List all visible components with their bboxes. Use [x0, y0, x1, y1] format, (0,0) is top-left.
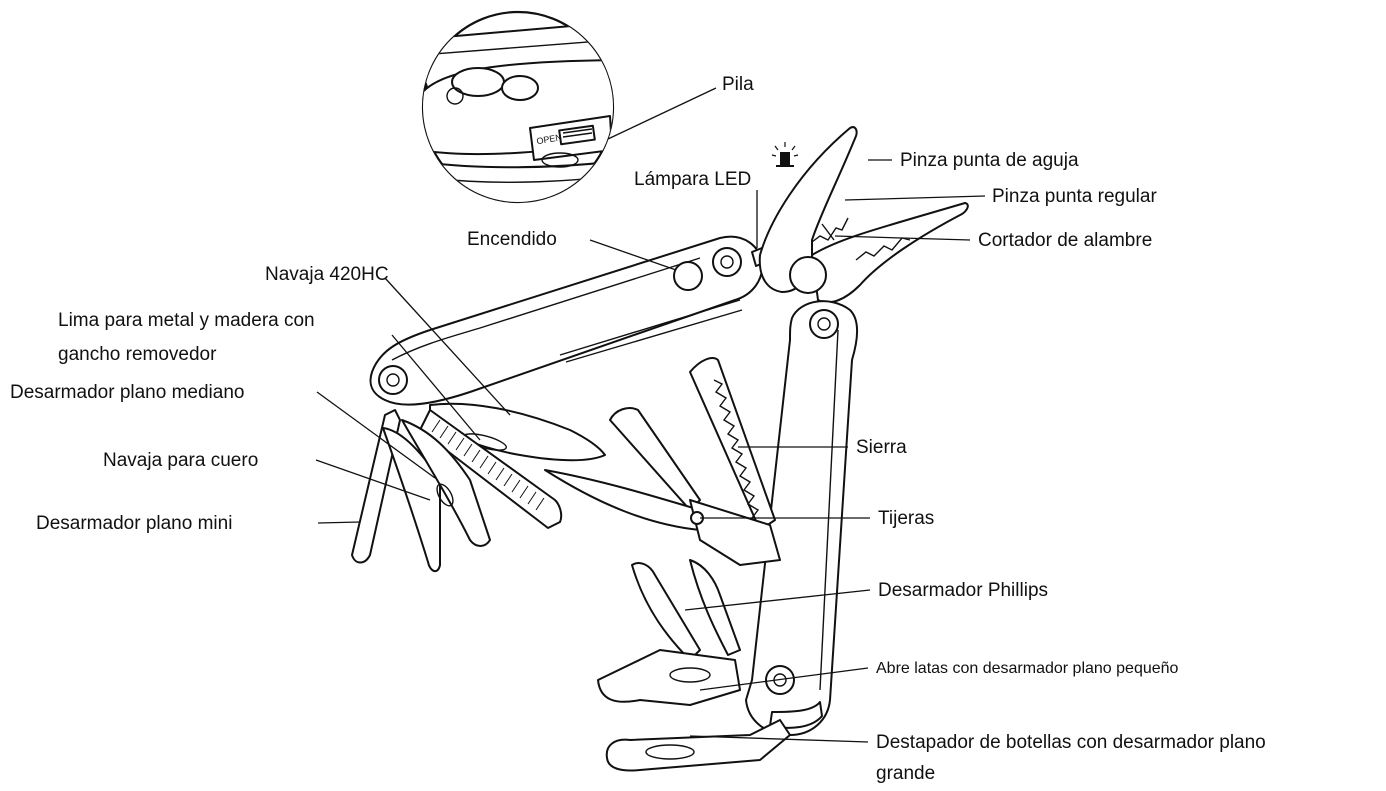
- label-abre-latas: Abre latas con desarmador plano pequeño: [876, 660, 1179, 677]
- label-destapador-line1: Destapador de botellas con desarmador pl…: [876, 732, 1266, 753]
- label-desarmador-mediano: Desarmador plano mediano: [10, 382, 244, 403]
- label-destapador-line2: grande: [876, 763, 935, 784]
- label-cortador: Cortador de alambre: [978, 230, 1152, 251]
- label-lima-line2: gancho removedor: [58, 344, 217, 365]
- label-pinza-regular: Pinza punta regular: [992, 186, 1157, 207]
- label-encendido: Encendido: [467, 229, 557, 250]
- power-button-shape: [674, 262, 702, 290]
- label-pinza-aguja: Pinza punta de aguja: [900, 150, 1079, 171]
- battery-detail-inset: OPEN: [410, 12, 640, 210]
- label-sierra: Sierra: [856, 437, 907, 458]
- label-desarmador-mini: Desarmador plano mini: [36, 513, 232, 534]
- led-lamp-icon: [772, 142, 798, 166]
- label-navaja-cuero: Navaja para cuero: [103, 450, 258, 471]
- label-lampara-led: Lámpara LED: [634, 169, 751, 190]
- label-pila: Pila: [722, 74, 754, 95]
- label-navaja-420hc: Navaja 420HC: [265, 264, 389, 285]
- label-phillips: Desarmador Phillips: [878, 580, 1048, 601]
- label-lima-line1: Lima para metal y madera con: [58, 310, 315, 331]
- label-tijeras: Tijeras: [878, 508, 934, 529]
